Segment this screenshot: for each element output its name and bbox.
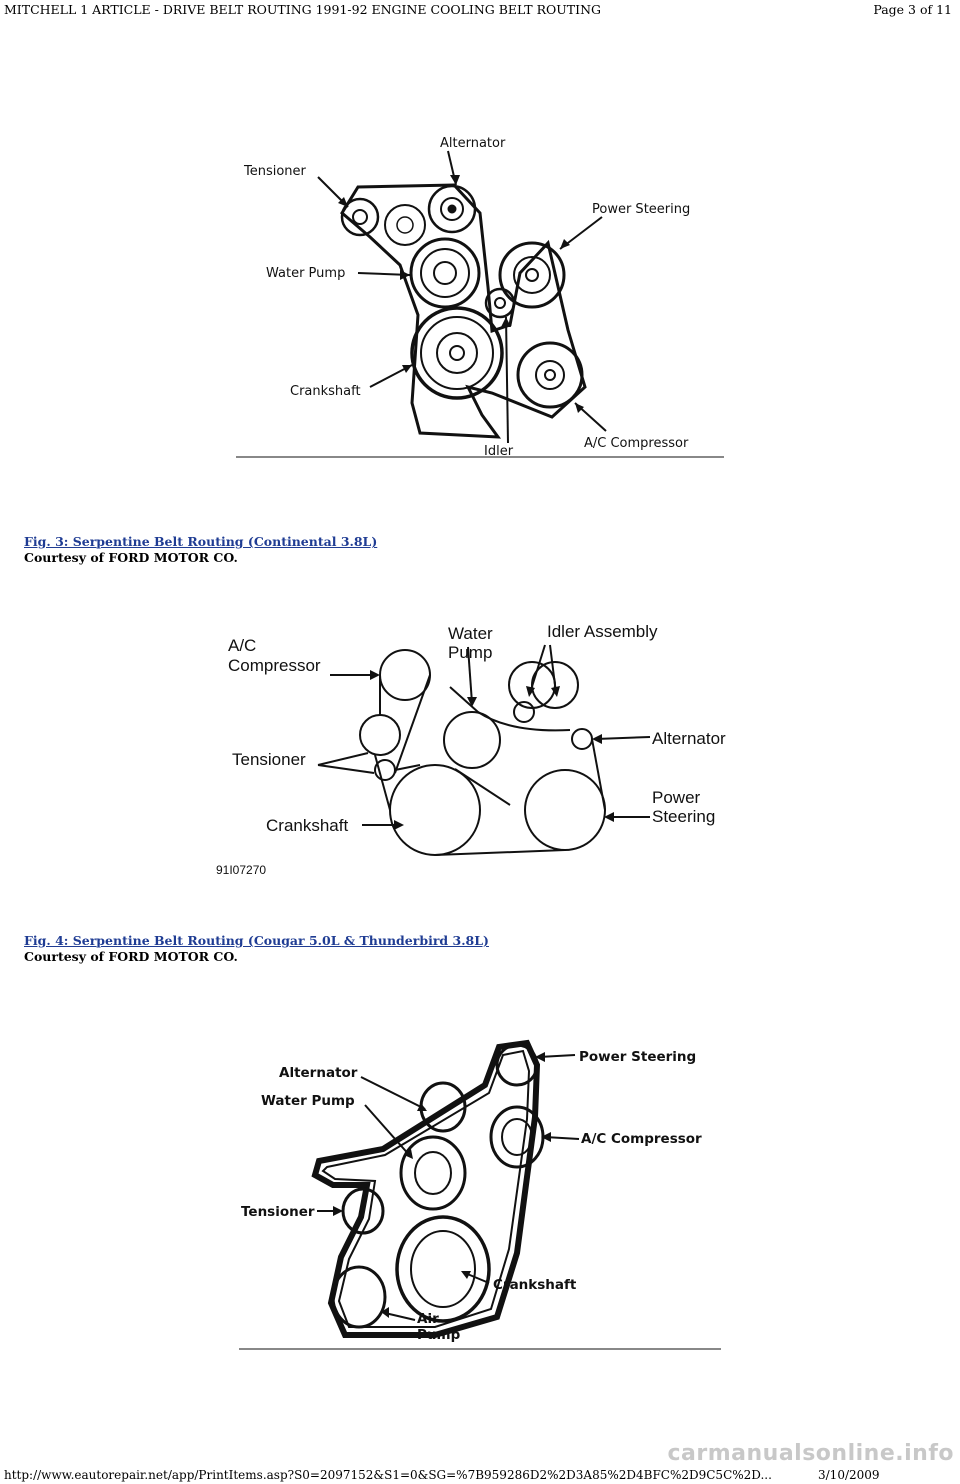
page-number: Page 3 of 11 (873, 2, 952, 17)
fig4-label-alternator: Alternator (652, 729, 726, 748)
figure-4-diagram: A/C Compressor Water Pump Idler Assembly… (216, 622, 726, 877)
fig4-label-power-steering-2: Steering (652, 807, 715, 826)
fig4-label-water-pump-1: Water (448, 624, 493, 643)
footer-url: http://www.eautorepair.net/app/PrintItem… (4, 1468, 772, 1482)
fig3-caption-link[interactable]: Fig. 3: Serpentine Belt Routing (Contine… (24, 534, 378, 549)
fig4-caption-link[interactable]: Fig. 4: Serpentine Belt Routing (Cougar … (24, 933, 489, 948)
fig3-label-alternator: Alternator (440, 136, 506, 151)
fig3-label-idler: Idler (484, 444, 514, 459)
fig4-label-crankshaft: Crankshaft (266, 816, 348, 835)
fig4-label-ac-compressor-2: Compressor (228, 656, 321, 675)
fig5-label-air-pump-1: Air (417, 1311, 439, 1327)
fig5-label-ac-compressor: A/C Compressor (581, 1131, 702, 1147)
fig4-label-power-steering-1: Power (652, 788, 701, 807)
watermark-logo: carmanualsonline.info (667, 1441, 954, 1466)
fig5-label-alternator: Alternator (279, 1065, 358, 1081)
fig4-figure-code: 91I07270 (216, 863, 266, 877)
fig4-courtesy: Courtesy of FORD MOTOR CO. (24, 949, 238, 964)
fig5-label-air-pump-2: Pump (417, 1327, 461, 1343)
fig4-label-ac-compressor-1: A/C (228, 636, 256, 655)
fig5-label-tensioner: Tensioner (241, 1204, 315, 1220)
figure-5-diagram: Power Steering Alternator Water Pump A/C… (239, 1039, 721, 1350)
document-title: MITCHELL 1 ARTICLE - DRIVE BELT ROUTING … (4, 2, 602, 17)
fig3-label-power-steering: Power Steering (592, 202, 690, 217)
fig4-label-water-pump-2: Pump (448, 643, 492, 662)
fig3-courtesy: Courtesy of FORD MOTOR CO. (24, 550, 238, 565)
figure-3-diagram: Alternator Tensioner Power Steering Wate… (236, 136, 724, 459)
fig3-label-ac-compressor: A/C Compressor (584, 436, 689, 451)
fig5-label-power-steering: Power Steering (579, 1049, 696, 1065)
fig3-label-crankshaft: Crankshaft (290, 384, 361, 399)
fig3-label-tensioner: Tensioner (243, 164, 307, 179)
fig3-label-water-pump: Water Pump (266, 266, 345, 281)
footer-date: 3/10/2009 (818, 1468, 880, 1482)
fig5-label-crankshaft: Crankshaft (493, 1277, 577, 1293)
fig4-label-idler-assembly: Idler Assembly (547, 622, 658, 641)
fig5-label-water-pump: Water Pump (261, 1093, 355, 1109)
fig4-label-tensioner: Tensioner (232, 750, 306, 769)
